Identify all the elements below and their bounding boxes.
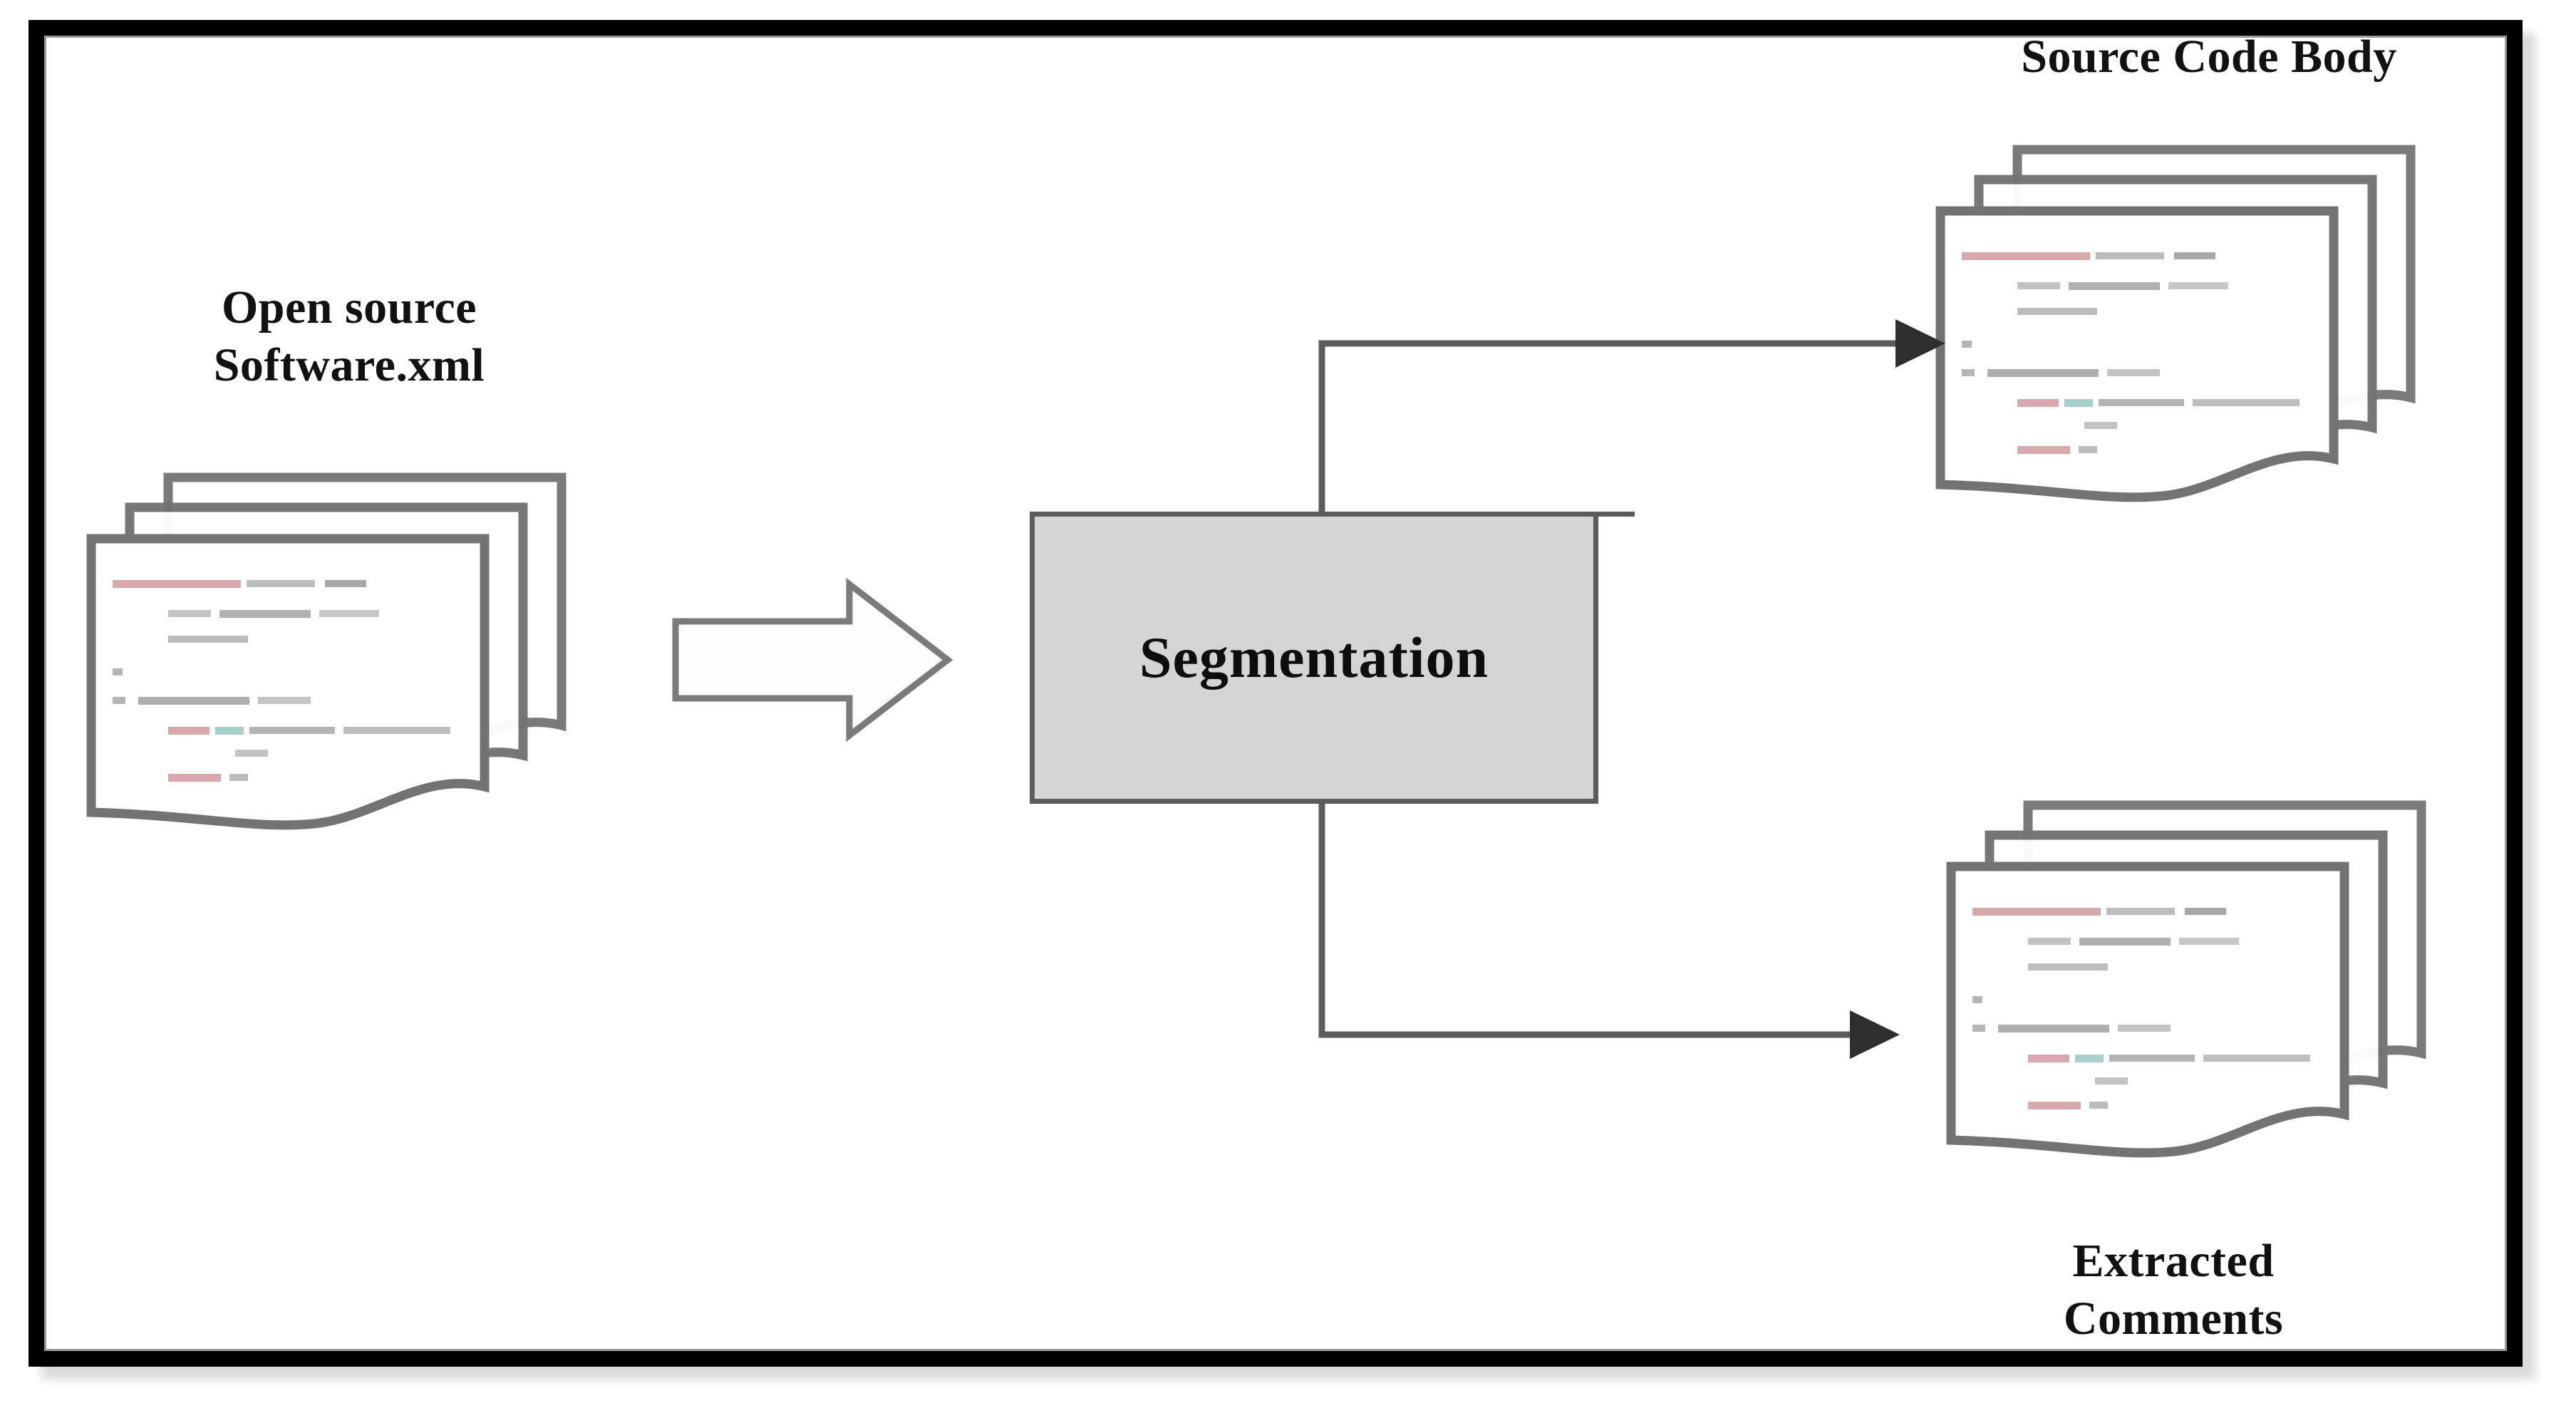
document-stack-icon-input <box>86 470 584 841</box>
output-top-label: Source Code Body <box>2021 31 2397 83</box>
output-bottom-label: Extracted Comments <box>2063 1235 2284 1345</box>
input-label: Open source Software.xml <box>213 281 485 391</box>
document-stack-icon-source-code-body <box>1935 143 2433 513</box>
process-box-label: Segmentation <box>1139 625 1489 690</box>
process-box-top-border-extension <box>1593 512 1635 517</box>
hollow-block-arrow-icon <box>663 577 962 748</box>
process-box-segmentation[interactable]: Segmentation <box>1030 512 1598 804</box>
document-stack-icon-extracted-comments <box>1945 798 2444 1169</box>
